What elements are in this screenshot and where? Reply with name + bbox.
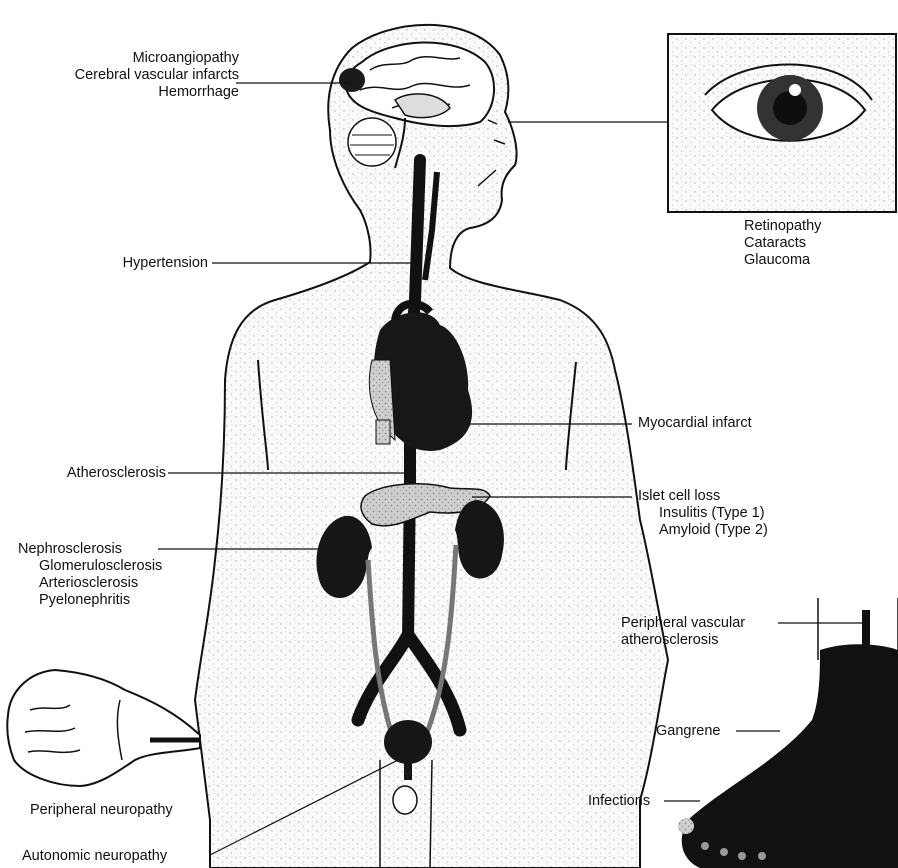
- autonomic-neuropathy-label: Autonomic neuropathy: [22, 848, 167, 865]
- islet-cell-label: Islet cell loss Insulitis (Type 1) Amylo…: [638, 488, 768, 539]
- bladder: [384, 720, 432, 764]
- foot-inset: [682, 644, 898, 868]
- infections-label: Infections: [588, 793, 650, 810]
- brain-line: Cerebral vascular infarcts: [75, 67, 239, 84]
- gangrene-label: Gangrene: [656, 723, 721, 740]
- brain-line: Hemorrhage: [75, 84, 239, 101]
- kidney-sub: Arteriosclerosis: [18, 575, 162, 592]
- hypertension-label: Hypertension: [123, 255, 208, 272]
- kidney-complications-label: Nephrosclerosis Glomerulosclerosis Arter…: [18, 541, 162, 609]
- eye-line: Retinopathy: [744, 218, 821, 235]
- scrotum: [393, 786, 417, 814]
- atherosclerosis-label: Atherosclerosis: [67, 465, 166, 482]
- kidney-main: Nephrosclerosis: [18, 541, 162, 558]
- kidney-sub: Glomerulosclerosis: [18, 558, 162, 575]
- toe-lesion: [678, 818, 694, 834]
- vascular-line: Peripheral vascular: [621, 615, 745, 632]
- peripheral-vascular-label: Peripheral vascular atherosclerosis: [621, 615, 745, 649]
- eye-line: Cataracts: [744, 235, 821, 252]
- brain-complications-label: Microangiopathy Cerebral vascular infarc…: [75, 50, 239, 101]
- eye-complications-label: Retinopathy Cataracts Glaucoma: [744, 218, 821, 269]
- hand-inset: [7, 670, 200, 786]
- brain-line: Microangiopathy: [75, 50, 239, 67]
- myocardial-infarct-label: Myocardial infarct: [638, 415, 752, 432]
- kidney-sub: Pyelonephritis: [18, 592, 162, 609]
- vascular-line: atherosclerosis: [621, 632, 745, 649]
- eye-inset: [668, 34, 896, 212]
- islet-sub: Amyloid (Type 2): [638, 522, 768, 539]
- islet-sub: Insulitis (Type 1): [638, 505, 768, 522]
- islet-main: Islet cell loss: [638, 488, 768, 505]
- eye-line: Glaucoma: [744, 252, 821, 269]
- peripheral-neuropathy-label: Peripheral neuropathy: [30, 802, 173, 819]
